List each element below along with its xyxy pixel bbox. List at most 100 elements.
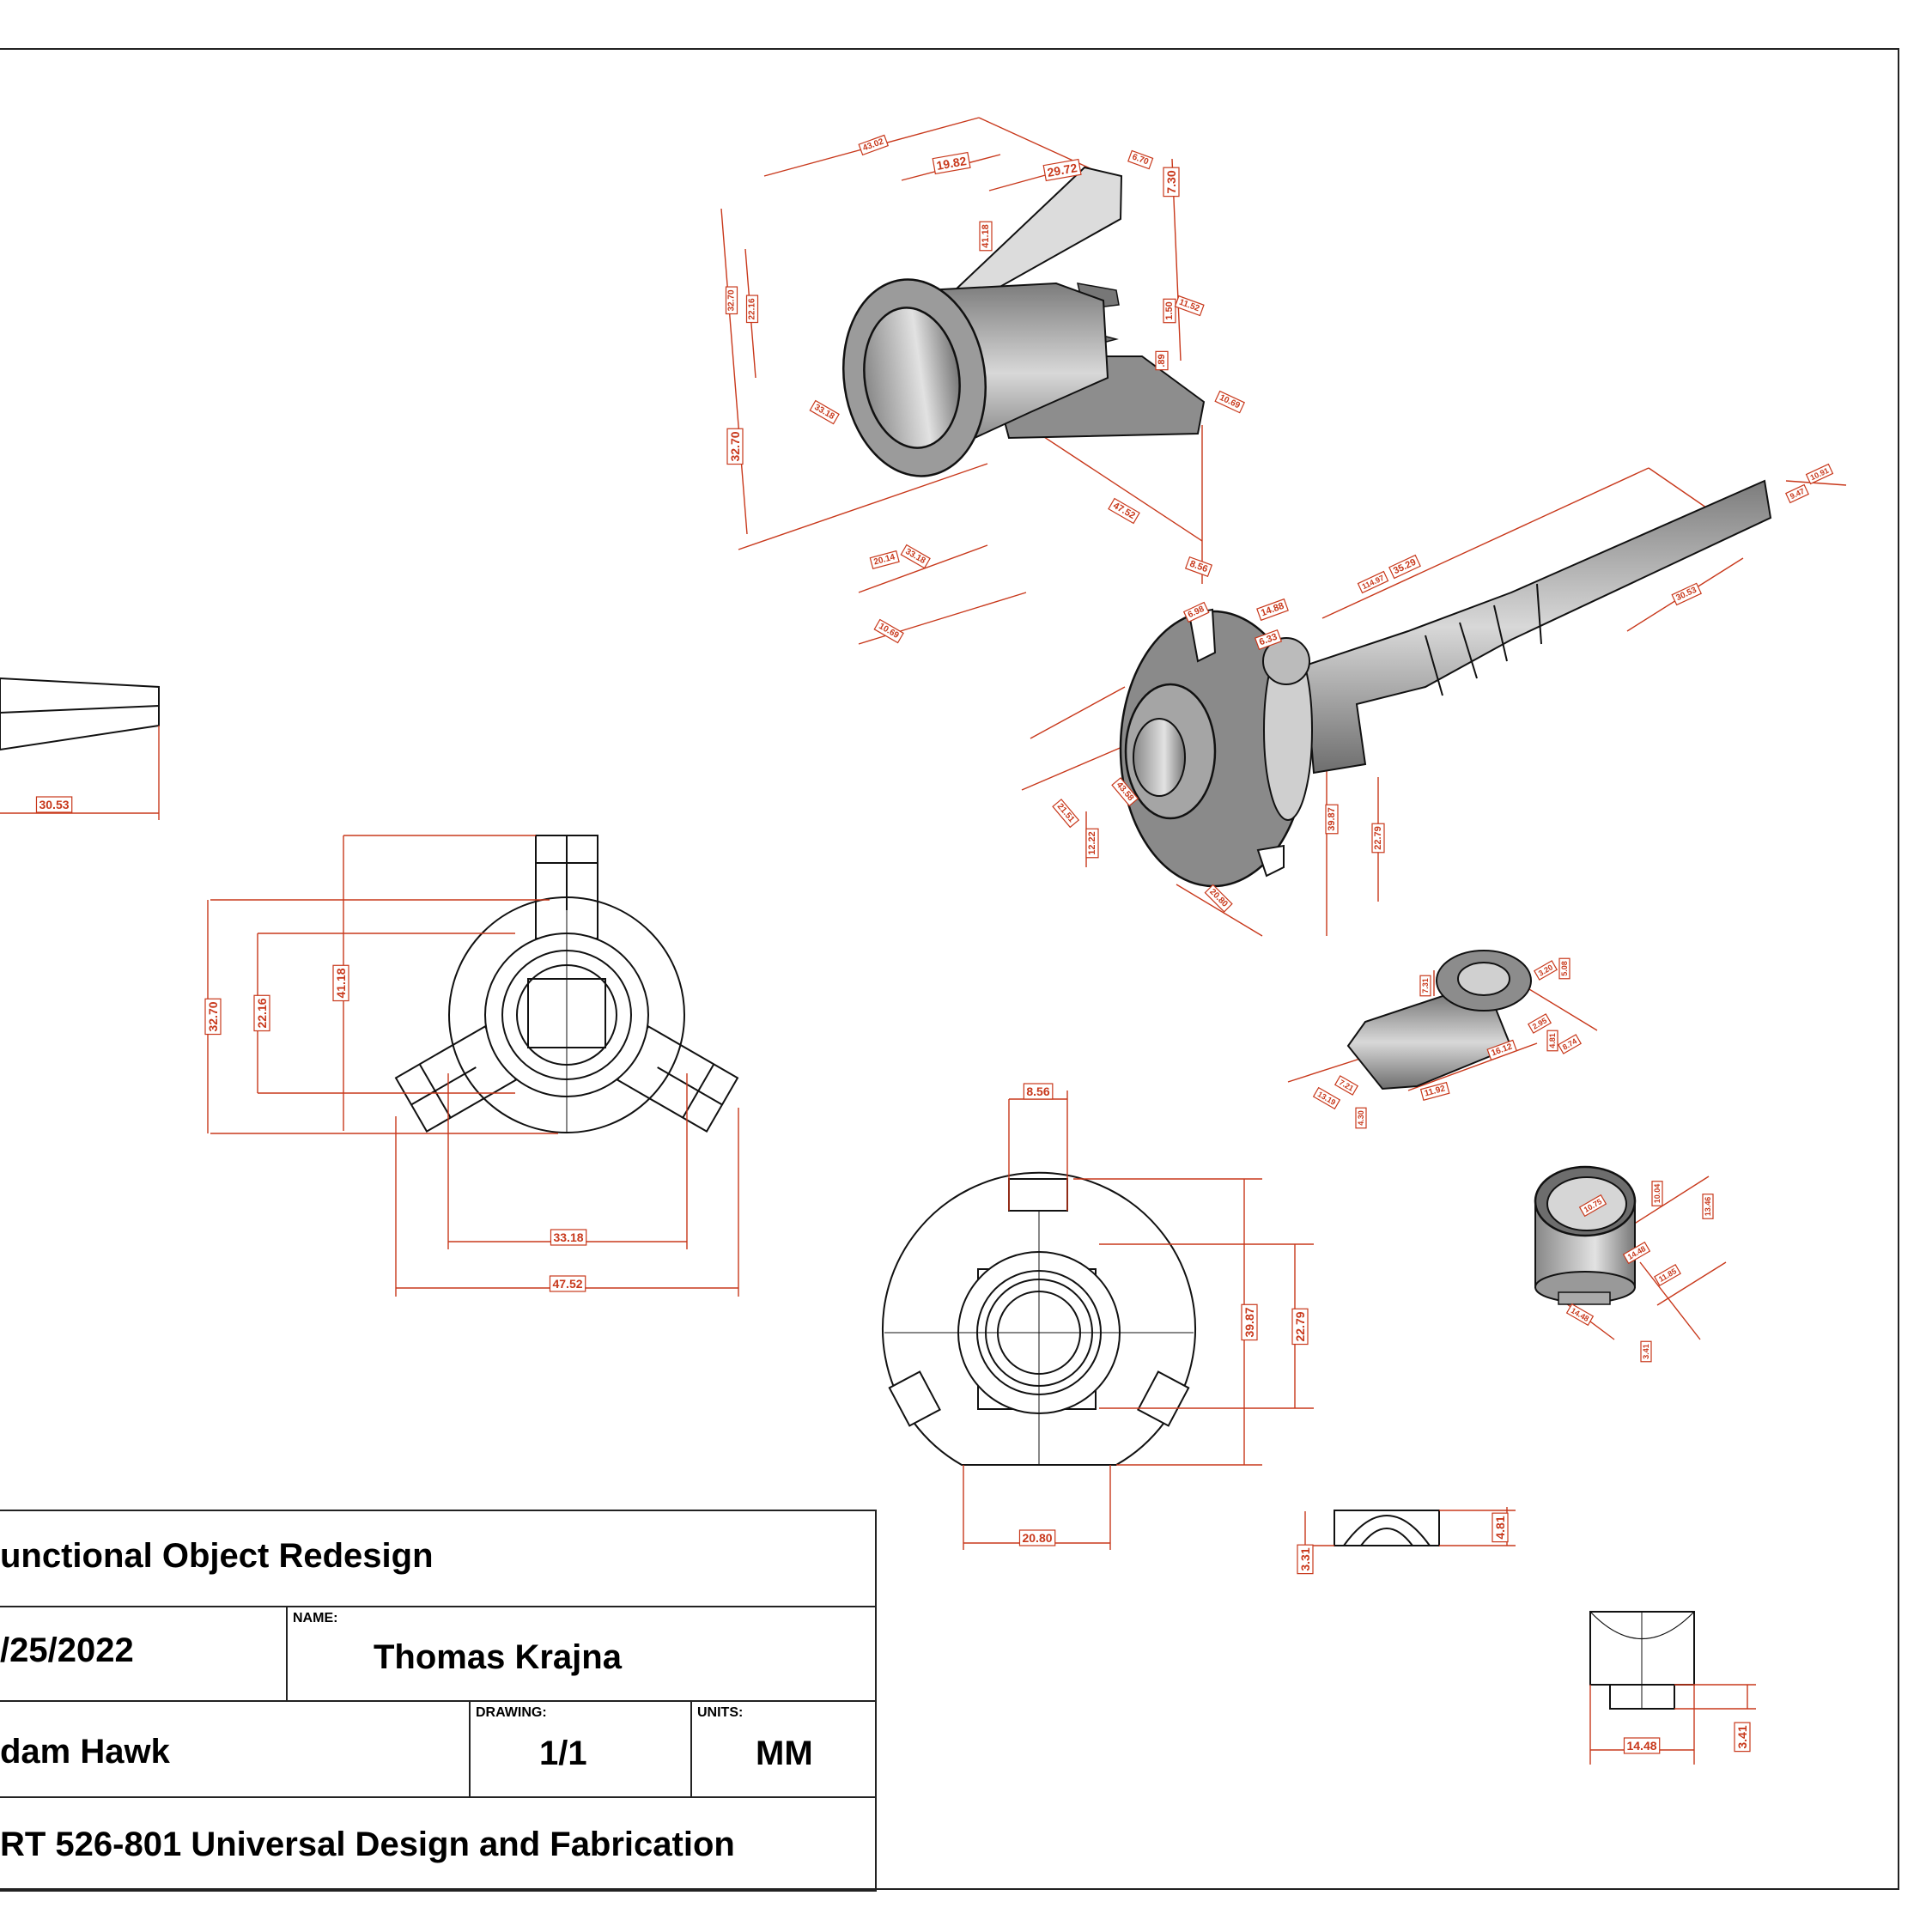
dimension-label: 14.48 <box>1626 1739 1656 1753</box>
dimension-label-box <box>1325 804 1339 835</box>
dimension-label: 12.22 <box>1087 831 1097 855</box>
dimension-label-box <box>1163 167 1180 197</box>
dimension-label: 41.18 <box>334 968 348 998</box>
dimension-label-box <box>1565 1303 1595 1327</box>
drawing-value: 1/1 <box>539 1735 587 1772</box>
dimension-label-box <box>1527 1013 1552 1034</box>
dimension-label: 1.50 <box>1164 301 1175 319</box>
dimension-label-box <box>1671 582 1702 606</box>
date-value: /25/2022 <box>0 1631 134 1669</box>
side-view-cup: 14.48 3.41 <box>1589 1611 1756 1765</box>
dimension-label-box <box>1623 1737 1661 1754</box>
name-label: NAME: <box>293 1611 338 1625</box>
dimension-label-box <box>725 286 738 315</box>
dimension-label-box <box>1334 1075 1359 1096</box>
dimension-label: 10.04 <box>1653 1184 1662 1204</box>
dimension-label: 13.46 <box>1704 1197 1712 1217</box>
dimension-label-box <box>1546 1030 1558 1052</box>
dimension-label-box <box>1023 1083 1054 1100</box>
dimension-label-box <box>1492 1512 1509 1543</box>
dimension-label: 39.87 <box>1242 1307 1256 1337</box>
front-view-three-arm: 32.70 22.16 41.18 33.18 47.52 <box>204 835 739 1297</box>
dimension-label-box <box>204 998 222 1036</box>
dimension-label-box <box>1108 497 1140 525</box>
dimension-label-box <box>1291 1308 1309 1346</box>
dimension-label: 32.70 <box>727 289 737 311</box>
dimension-label-box <box>1654 1263 1681 1287</box>
dimension-label: 47.52 <box>552 1277 582 1291</box>
dimension-label: 4.81 <box>1493 1516 1507 1539</box>
dimension-label-box <box>1163 298 1176 324</box>
dimension-label-box <box>1256 598 1289 622</box>
dimension-label-box <box>979 221 993 252</box>
dimension-label-box <box>1018 1529 1056 1546</box>
dimension-label-box <box>1111 777 1139 807</box>
dimension-label-box <box>1174 295 1205 317</box>
dimension-label-box <box>873 618 904 644</box>
dimension-label: 32.70 <box>728 431 742 461</box>
dimension-label-box <box>1357 570 1389 594</box>
date-name-row: /25/2022 NAME: Thomas Krajna <box>0 1607 875 1702</box>
instructor-cell: dam Hawk <box>0 1702 471 1796</box>
dimension-label: 22.79 <box>1373 826 1383 850</box>
instructor-value: dam Hawk <box>0 1733 170 1771</box>
dimension-label-box <box>809 399 840 425</box>
units-label: UNITS: <box>697 1705 744 1720</box>
dimension-label-box <box>1622 1241 1651 1265</box>
dimension-label-box <box>549 1275 586 1292</box>
units-cell: UNITS: MM <box>692 1702 877 1796</box>
dimension-label-box <box>1486 1039 1517 1061</box>
dimension-label-box <box>35 796 73 813</box>
dimension-label-box <box>900 544 931 569</box>
iso-cup: 10.75 10.04 13.46 14.48 11.85 14.48 3.41 <box>1534 1165 1727 1363</box>
dimension-label-box <box>550 1229 587 1246</box>
dimension-label-box <box>1533 960 1558 981</box>
dimension-label-box <box>1651 1181 1663 1206</box>
dimension-label-box <box>869 550 900 570</box>
dimension-label-box <box>1127 149 1154 170</box>
dimension-label: 3.31 <box>1298 1547 1312 1571</box>
dimension-label-box <box>1182 601 1210 623</box>
dimension-label: 3.41 <box>1735 1725 1749 1748</box>
dimension-label: 29.72 <box>1046 161 1078 179</box>
dimension-label-box <box>1640 1340 1652 1363</box>
dimension-label: 19.82 <box>935 154 967 173</box>
title-row: unctional Object Redesign <box>0 1511 875 1607</box>
dimension-label: 3.41 <box>1642 1344 1650 1359</box>
dimension-label-box <box>1419 1081 1450 1101</box>
dimension-label: 5.08 <box>1560 961 1569 976</box>
dimension-label-box <box>1805 463 1834 485</box>
dimension-label-box <box>858 134 889 156</box>
dimension-label-box <box>1785 483 1809 504</box>
iso-small-piece: 7.31 3.20 5.08 2.95 4.81 8.74 16.12 11.9… <box>1287 950 1598 1129</box>
dimension-label-box <box>1355 1107 1367 1129</box>
dimension-label-box <box>1204 884 1233 913</box>
dimension-label-box <box>1419 975 1431 997</box>
dimension-label-box <box>1557 1034 1583 1054</box>
dimension-label: 22.79 <box>1293 1311 1307 1341</box>
dimension-label-box <box>1558 957 1571 980</box>
side-view-small: 3.31 4.81 <box>1297 1507 1516 1575</box>
dimension-label-box <box>745 295 759 324</box>
dimension-label: 20.80 <box>1022 1531 1052 1545</box>
dimension-label-box <box>1702 1194 1714 1219</box>
dimension-label-box <box>1388 554 1421 580</box>
dimension-label-box <box>1042 158 1082 182</box>
dimension-label: 41.18 <box>981 224 991 248</box>
dimension-label-box <box>1214 390 1245 414</box>
dimension-label-box <box>726 428 744 465</box>
dimension-label: 22.16 <box>255 998 269 1028</box>
dimension-label: 30.53 <box>39 798 69 811</box>
dimension-label: 4.81 <box>1548 1033 1557 1048</box>
dimension-label-box <box>1241 1303 1258 1341</box>
dimension-label: 7.30 <box>1164 170 1178 193</box>
name-value: Thomas Krajna <box>374 1638 622 1676</box>
dimension-label-box <box>1297 1544 1314 1575</box>
dimension-label: 7.31 <box>1421 978 1430 993</box>
dimension-label-box <box>1052 799 1080 829</box>
left-partial-view: 30.53 <box>0 677 160 820</box>
drawing-label: DRAWING: <box>476 1705 547 1720</box>
dimension-label: .89 <box>1157 354 1167 367</box>
dimension-label-box <box>253 994 270 1032</box>
